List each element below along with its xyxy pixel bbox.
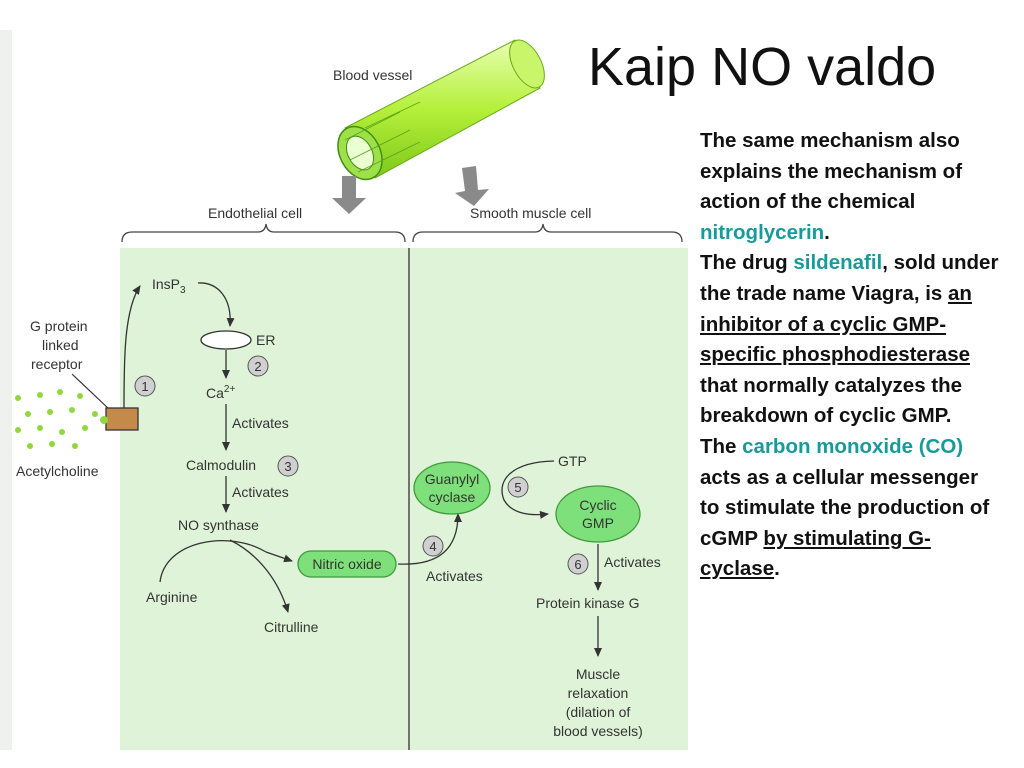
no-synthase-label: NO synthase (178, 517, 259, 533)
paragraph-2-end: that normally catalyzes the breakdown of… (700, 373, 963, 428)
paragraph-1-text: The same mechanism also explains the mec… (700, 129, 963, 214)
guanylyl-label-line2: cyclase (429, 489, 476, 505)
guanylyl-label-line1: Guanylyl (425, 471, 479, 487)
activates-label-1: Activates (232, 415, 289, 431)
smooth-muscle-cell-label: Smooth muscle cell (470, 205, 591, 221)
activates-label-2: Activates (232, 484, 289, 500)
blood-vessel-image (337, 39, 545, 181)
nitric-oxide-label: Nitric oxide (312, 556, 381, 572)
receptor-label-line1: G protein (30, 318, 88, 334)
paragraph-3-end: . (774, 557, 780, 581)
muscle-label-line4: blood vessels) (553, 723, 643, 739)
insp3-to-er-arrow (197, 282, 235, 327)
inhibitor-underline: an inhibitor of a cyclic GMP-specific ph… (700, 281, 972, 367)
nitric-oxide-node (297, 550, 397, 578)
receptor-label-line2: linked (42, 337, 79, 353)
citrulline-label: Citrulline (264, 619, 319, 635)
paragraph-2-mid: , sold under the trade name Viagra, is (700, 251, 999, 305)
gtp-to-cgmp-arrow (501, 460, 555, 519)
receptor-pointer (71, 373, 111, 411)
step-4-badge (422, 535, 444, 557)
carbon-monoxide-highlight: carbon monoxide (CO) (742, 434, 964, 458)
stimulating-underline: by stimulating G-cyclase (700, 526, 931, 581)
to-citrulline-arrow (229, 539, 290, 613)
acetylcholine-label: Acetylcholine (16, 463, 99, 479)
paragraph-2-start: The drug (700, 251, 794, 275)
step-1-number: 1 (141, 379, 148, 394)
acetylcholine-dots (15, 389, 108, 449)
gtp-label: GTP (558, 453, 587, 469)
step-5-badge (507, 476, 529, 498)
activates-label-3: Activates (426, 568, 483, 584)
cyclic-gmp-label-line1: Cyclic (579, 497, 616, 513)
activates-label-4: Activates (604, 554, 661, 570)
muscle-label-line3: (dilation of (566, 704, 631, 720)
step-3-badge (277, 455, 299, 477)
muscle-label-line2: relaxation (568, 685, 629, 701)
smooth-muscle-brace (412, 223, 683, 243)
nitric-oxide-to-cyclase-arrow (397, 513, 462, 565)
cyclic-gmp-node (555, 485, 641, 543)
calmodulin-label: Calmodulin (186, 457, 256, 473)
guanylyl-cyclase-node (413, 461, 491, 515)
ca-label: Ca2+ (206, 384, 235, 401)
endothelial-brace (121, 223, 406, 243)
nitroglycerin-highlight: nitroglycerin (700, 220, 825, 244)
blood-vessel-label: Blood vessel (333, 67, 412, 83)
cyclic-gmp-label-line2: GMP (582, 515, 614, 531)
left-margin-strip (0, 30, 12, 750)
step-1-badge (134, 375, 156, 397)
to-nitric-oxide-arrow (265, 551, 293, 563)
endothelial-cell-background (120, 248, 408, 750)
vessel-arrow-right (455, 166, 489, 206)
paragraph-3-start: The (700, 434, 743, 458)
step-6-number: 6 (574, 557, 581, 572)
er-label: ER (256, 332, 275, 348)
slide-body-text: The same mechanism also explains the mec… (700, 126, 1000, 585)
step-5-number: 5 (514, 480, 521, 495)
er-shape (200, 330, 252, 350)
endothelial-cell-label: Endothelial cell (208, 205, 302, 221)
step-2-number: 2 (254, 359, 261, 374)
paragraph-3-mid: acts as a cellular messenger to stimulat… (700, 465, 990, 550)
arginine-curve (159, 540, 267, 583)
receptor-label-line3: receptor (31, 356, 83, 372)
protein-kinase-label: Protein kinase G (536, 595, 640, 611)
vessel-arrow-left (332, 176, 366, 214)
step-4-number: 4 (429, 539, 436, 554)
step-6-badge (567, 553, 589, 575)
sildenafil-highlight: sildenafil (793, 251, 883, 275)
arginine-label: Arginine (146, 589, 198, 605)
receptor-to-insp3-arrow (123, 285, 141, 409)
receptor-box (105, 407, 139, 431)
slide-title: Kaip NO valdo (588, 37, 937, 97)
insp3-label: InsP3 (152, 276, 186, 296)
step-2-badge (247, 355, 269, 377)
muscle-label-line1: Muscle (576, 666, 621, 682)
step-3-number: 3 (284, 459, 291, 474)
paragraph-1-end: . (824, 220, 830, 244)
